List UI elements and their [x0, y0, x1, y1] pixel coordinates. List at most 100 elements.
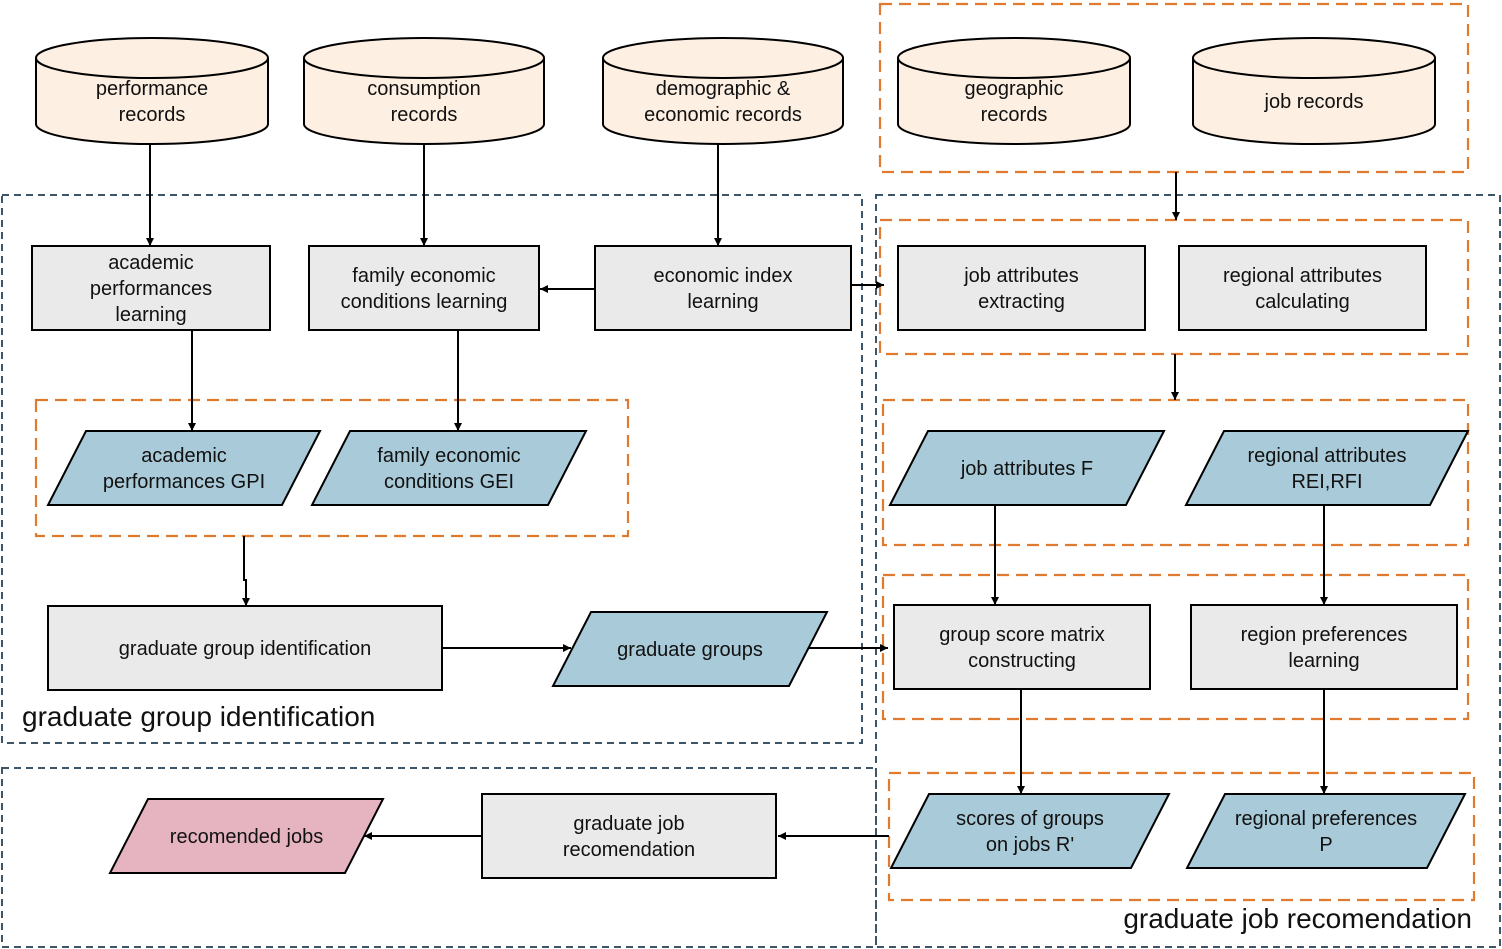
output-recommended: recomended jobs	[108, 798, 385, 874]
database-cylinder-rim	[35, 57, 269, 79]
process-academic-label: academic performances learning	[90, 252, 212, 326]
process-region-pref-label-line: region preferences	[1241, 624, 1408, 646]
process-family-label-line: family economic	[352, 265, 495, 287]
source-geographic-label-line: geographic	[965, 78, 1064, 100]
database-cylinder-body	[303, 37, 545, 145]
source-job-label-line: job records	[1264, 91, 1364, 113]
process-regional-attr-label-line: regional attributes	[1223, 265, 1382, 287]
source-consumption-label-line: consumption	[367, 78, 480, 100]
output-gpi-label-line: performances GPI	[103, 471, 265, 493]
process-job-recommendation: graduate job recomendation	[481, 793, 777, 879]
source-job-label: job records	[1264, 91, 1364, 113]
source-geographic-records: geographic records	[897, 37, 1131, 145]
output-gei-label-line: family economic	[377, 445, 520, 467]
process-group-identification-label-line: graduate group identification	[119, 638, 371, 660]
data-parallelogram	[1185, 793, 1467, 869]
process-job-attr-label-line: job attributes	[963, 265, 1079, 287]
process-box	[1190, 604, 1458, 690]
output-recommended-label-line: recomended jobs	[170, 826, 323, 848]
process-family-label: family economic conditions learning	[341, 265, 508, 313]
process-academic-label-line: performances	[90, 278, 212, 300]
frame-gpi-gei	[34, 398, 630, 538]
section-title-group-identification: graduate group identification	[22, 701, 375, 732]
source-job-records: job records	[1192, 37, 1436, 145]
process-box	[893, 604, 1151, 690]
frame-section-group-identification	[1, 194, 863, 744]
output-regional-pref-label-line: regional preferences	[1235, 808, 1417, 830]
database-cylinder-rim	[303, 57, 545, 79]
output-scores-label-line: on jobs R'	[986, 834, 1074, 856]
process-box	[308, 245, 540, 331]
database-cylinder-rim	[602, 57, 844, 79]
source-demographic-label-line: demographic &	[656, 78, 791, 100]
process-family: family economic conditions learning	[308, 245, 540, 331]
output-regional-attr-label-line: REI,RFI	[1291, 471, 1362, 493]
frame-section-bottom	[1, 767, 877, 948]
output-scores: scores of groups on jobs R'	[889, 793, 1171, 869]
source-consumption-label: consumption records	[367, 78, 480, 126]
source-demographic-records: demographic & economic records	[602, 37, 844, 145]
edge-gpi-gei-to-group-identification	[242, 536, 250, 606]
process-academic-label-line: learning	[115, 304, 186, 326]
database-cylinder-body	[602, 37, 844, 145]
source-consumption-label-line: records	[391, 104, 458, 126]
frame-section-job-recommendation	[875, 194, 1501, 948]
process-box	[1178, 245, 1427, 331]
data-parallelogram	[551, 611, 829, 687]
source-demographic-label-line: economic records	[644, 104, 802, 126]
output-gpi: academic performances GPI	[46, 430, 322, 506]
process-job-attr: job attributes extracting	[897, 245, 1146, 331]
process-job-attr-label-line: extracting	[978, 291, 1065, 313]
process-job-recommendation-label-line: recomendation	[563, 839, 695, 861]
process-family-label-line: conditions learning	[341, 291, 508, 313]
section-title-job-recommendation: graduate job recomendation	[1123, 903, 1472, 934]
data-parallelogram	[46, 430, 322, 506]
process-box	[31, 245, 271, 331]
output-groups: graduate groups	[551, 611, 829, 687]
process-group-identification-label: graduate group identification	[119, 638, 371, 660]
frame-geo-job-sources	[878, 2, 1470, 174]
source-performance-label-line: records	[119, 104, 186, 126]
data-parallelogram	[108, 798, 385, 874]
process-academic-label-line: academic	[108, 252, 194, 274]
output-groups-label-line: graduate groups	[617, 639, 763, 661]
data-parallelogram	[310, 430, 588, 506]
output-groups-label: graduate groups	[617, 639, 763, 661]
process-region-pref-label: region preferences learning	[1241, 624, 1408, 672]
process-box	[481, 793, 777, 879]
process-region-pref-label-line: learning	[1288, 650, 1359, 672]
process-job-recommendation-label-line: graduate job	[573, 813, 684, 835]
output-scores-label: scores of groups on jobs R'	[956, 808, 1104, 856]
process-box	[897, 245, 1146, 331]
output-recommended-label: recomended jobs	[170, 826, 323, 848]
source-geographic-label-line: records	[981, 104, 1048, 126]
output-regional-attr-label-line: regional attributes	[1248, 445, 1407, 467]
process-box	[594, 245, 852, 331]
database-cylinder-body	[897, 37, 1131, 145]
frame-score-preferences	[881, 573, 1470, 721]
output-scores-label-line: scores of groups	[956, 808, 1104, 830]
source-consumption-records: consumption records	[303, 37, 545, 145]
data-parallelogram	[888, 430, 1166, 506]
output-regional-pref-label-line: P	[1319, 834, 1332, 856]
process-economic-index-label-line: economic index	[654, 265, 793, 287]
output-job-attr-f: job attributes F	[888, 430, 1166, 506]
database-cylinder-rim	[897, 57, 1131, 79]
data-parallelogram	[1184, 430, 1470, 506]
data-parallelogram	[889, 793, 1171, 869]
output-job-attr-f-label-line: job attributes F	[960, 458, 1093, 480]
process-score-matrix-label-line: constructing	[968, 650, 1076, 672]
output-gpi-label-line: academic	[141, 445, 227, 467]
